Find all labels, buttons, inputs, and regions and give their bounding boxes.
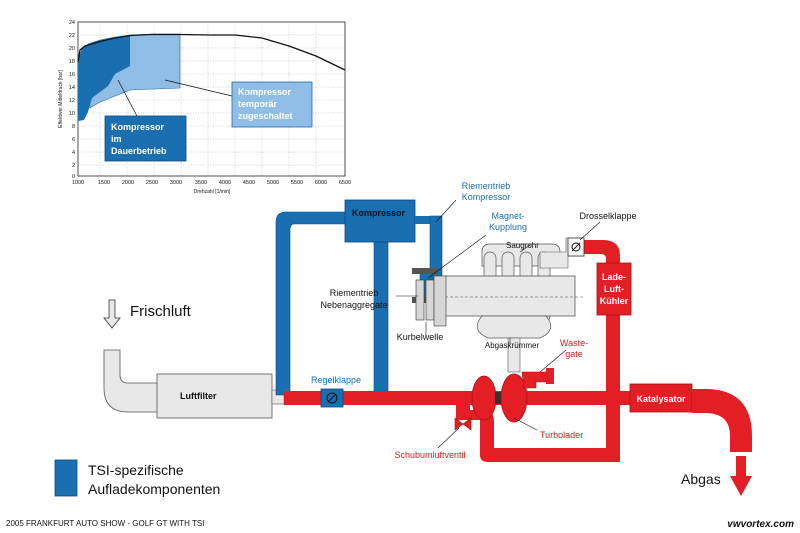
magnet-kupplung-line: Magnet-	[491, 211, 524, 221]
y-tick: 2	[72, 163, 75, 169]
kurbelwelle-pulley	[415, 279, 425, 321]
leader-lines	[396, 199, 601, 449]
schubumluftventil-icon	[454, 417, 472, 431]
y-axis-label: Effektiver Mitteldruck [bar]	[58, 70, 64, 128]
y-tick: 0	[72, 174, 75, 180]
x-tick: 6500	[339, 180, 351, 186]
katalysator-label: Katalysator	[636, 394, 686, 404]
compressor-outlet-pipe	[373, 235, 389, 397]
ladeluftkuehler-block	[596, 262, 632, 316]
turbolader-compressor-wheel	[471, 375, 497, 421]
katalysator-block	[629, 383, 693, 413]
riementrieb-nebenaggregate-line: Riementrieb	[330, 288, 379, 298]
y-tick: 22	[69, 33, 75, 39]
kompressor-block	[344, 199, 416, 243]
engine	[420, 237, 585, 373]
x-tick: 5500	[291, 180, 303, 186]
abgas-label: Abgas	[681, 471, 721, 487]
box-light-line: zugeschaltet	[238, 111, 293, 121]
frischluft-arrow	[103, 299, 121, 329]
engine-block	[444, 275, 576, 317]
full-load-curve	[77, 33, 346, 71]
x-tick: 4500	[243, 180, 255, 186]
intake-pipe	[103, 349, 161, 413]
box-kompressor-dauerbetrieb	[104, 115, 187, 162]
y-tick: 6	[72, 137, 75, 143]
luftfilter-label: Luftfilter	[180, 391, 217, 401]
x-tick: 2000	[122, 180, 134, 186]
regelklappe-label: Regelklappe	[311, 375, 361, 385]
magnet-kupplung-line: Kupplung	[489, 222, 527, 232]
x-tick-labels: 1000 1500 2000 2500 3000 3500 4000 4500 …	[72, 180, 351, 186]
legend-line1: TSI-spezifische	[88, 462, 184, 478]
footer-logo: vwvortex.com	[727, 519, 794, 530]
turbolader-turbine-wheel	[500, 373, 528, 423]
y-tick-labels: 24 22 20 18 16 14 12 10 8 6 4 2 0	[69, 20, 75, 180]
y-tick: 16	[69, 72, 75, 78]
compressor-shaft	[415, 216, 433, 224]
y-tick: 4	[72, 150, 75, 156]
schubumluft-loop	[456, 405, 620, 462]
luftfilter-box	[156, 373, 273, 419]
pressure-chart: 24 22 20 18 16 14 12 10 8 6 4 2 0 1000 1…	[58, 20, 351, 195]
ladeluftkuehler-line: Lade-	[602, 272, 626, 282]
box-dark-line: im	[111, 134, 122, 144]
footer-caption: 2005 FRANKFURT AUTO SHOW - GOLF GT WITH …	[6, 519, 204, 528]
regelklappe-icon	[326, 392, 338, 404]
turbolader-label: Turbolader	[540, 430, 583, 440]
wastegate-body	[521, 371, 549, 389]
charge-air-pipe-up	[606, 305, 620, 391]
callout-line-dark	[117, 79, 139, 119]
riementrieb-nebenaggregate-line: Nebenaggregate	[320, 300, 387, 310]
y-tick: 12	[69, 98, 75, 104]
area-kompressor-dauerbetrieb	[78, 35, 130, 121]
x-tick: 1000	[72, 180, 84, 186]
abgaskruemmer-shape	[476, 315, 552, 339]
box-dark-line: Kompressor	[111, 122, 165, 132]
kompressor-label: Kompressor	[352, 208, 406, 218]
box-kompressor-temporaer	[231, 81, 313, 128]
charge-air-pipe-top	[583, 240, 620, 265]
y-tick: 24	[69, 20, 75, 26]
y-tick: 14	[69, 85, 75, 91]
ladeluftkuehler-line: Kühler	[600, 296, 629, 306]
x-axis-label: Drehzahl [1/min]	[194, 189, 231, 195]
x-tick: 4000	[219, 180, 231, 186]
box-light-line: temporär	[238, 99, 278, 109]
schubumluftventil-label: Schubumluftventil	[394, 450, 465, 460]
abgas-arrow	[730, 456, 752, 496]
x-tick: 3500	[195, 180, 207, 186]
y-tick: 10	[69, 111, 75, 117]
x-tick: 6000	[315, 180, 327, 186]
box-dark-line: Dauerbetrieb	[111, 146, 167, 156]
exhaust-pipe	[692, 389, 752, 452]
y-tick: 20	[69, 46, 75, 52]
wastegate-line: gate	[565, 349, 583, 359]
callout-line-light	[164, 79, 233, 97]
x-tick: 1500	[98, 180, 110, 186]
legend-swatch	[54, 459, 78, 497]
y-tick: 8	[72, 124, 75, 130]
x-tick: 2500	[146, 180, 158, 186]
abgaskruemmer-label: Abgaskrümmer	[485, 341, 540, 350]
x-tick: 5000	[267, 180, 279, 186]
riementrieb-kompressor-line: Kompressor	[462, 192, 511, 202]
box-light-line: Kompressor	[238, 87, 292, 97]
drosselklappe-label: Drosselklappe	[579, 211, 636, 221]
riementrieb-kompressor-line: Riementrieb	[462, 181, 511, 191]
frischluft-label: Frischluft	[130, 303, 192, 320]
footer-bar	[0, 515, 800, 533]
kurbelwelle-label: Kurbelwelle	[397, 332, 444, 342]
belt-drive	[412, 215, 447, 327]
y-tick: 18	[69, 59, 75, 65]
x-tick: 3000	[170, 180, 182, 186]
turbolader	[471, 368, 554, 423]
drosselklappe-icon	[571, 242, 581, 252]
legend-line2: Aufladekomponenten	[88, 481, 220, 497]
saugrohr-label: Saugrohr	[506, 241, 539, 250]
wastegate-line: Waste-	[560, 338, 588, 348]
ladeluftkuehler-line: Luft-	[604, 284, 624, 294]
